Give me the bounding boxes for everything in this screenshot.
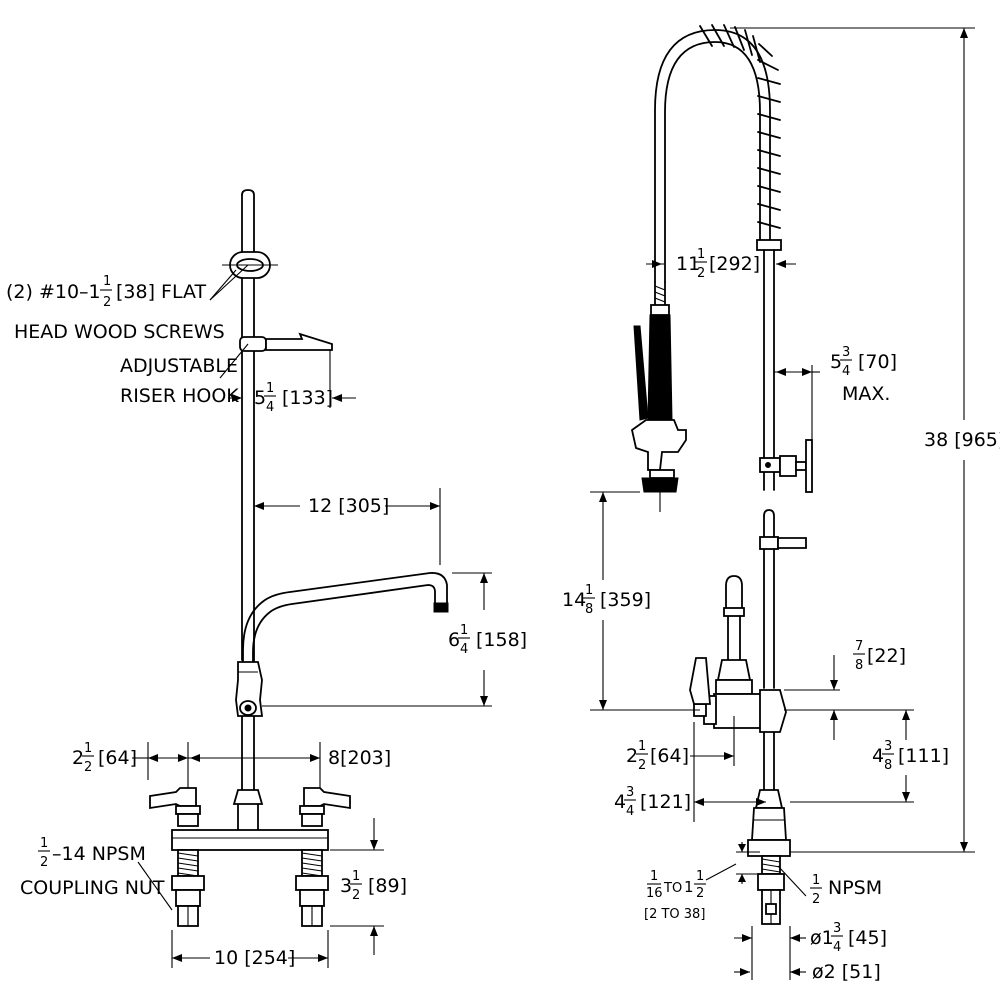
handle-offset-mm: [64]	[650, 745, 689, 767]
coupling-den: 2	[40, 855, 48, 870]
swivel-body	[235, 661, 264, 717]
deck-frac1-num: 1	[650, 869, 658, 884]
coupling-line2: COUPLING NUT	[20, 877, 165, 899]
coupling-num: 1	[40, 836, 48, 851]
valve-height-mm: [359]	[600, 589, 651, 611]
valve-reach-whole: 4	[614, 791, 626, 813]
screws-frac-num: 1	[103, 274, 111, 289]
hose-reach-num: 1	[697, 247, 705, 262]
overall-width-label: 10 [254]	[214, 947, 295, 969]
left-offset-whole: 2	[72, 747, 84, 769]
right-base	[747, 789, 791, 925]
right-riser-hook	[759, 536, 807, 550]
dia1-mm: [45]	[848, 927, 887, 949]
left-offset-num: 1	[84, 741, 92, 756]
small-dim-num: 7	[855, 639, 863, 654]
deck-to: TO	[663, 881, 682, 896]
hose-reach-den: 2	[697, 266, 705, 281]
valve-rise-den: 8	[884, 758, 892, 773]
hook-label-line2: RISER HOOK	[120, 385, 239, 407]
valve-height-whole: 14	[562, 589, 586, 611]
screws-label-part1: (2) #10–1	[6, 281, 101, 303]
spring-coil	[699, 24, 782, 251]
npsm-num: 1	[812, 873, 820, 888]
deck-whole2: 1	[684, 878, 694, 896]
right-labels: 11 1 2 [292] 5 3 4 [70] MAX. 38 [965] 14…	[562, 247, 1000, 983]
shank-mm: [89]	[368, 875, 407, 897]
valve-rise-mm: [111]	[898, 745, 949, 767]
dia1-num: 3	[833, 921, 841, 936]
dia1-pre: ø1	[810, 927, 834, 949]
centers-label: 8[203]	[328, 747, 391, 769]
spout-height-mm: [158]	[476, 629, 527, 651]
hook-dim-whole: 5	[254, 387, 266, 409]
wall-dim-mm: [70]	[858, 351, 897, 373]
threaded-shanks	[171, 849, 329, 927]
deck-frac1-den: 16	[646, 886, 663, 901]
wall-dim-max: MAX.	[842, 383, 890, 405]
handle-offset-whole: 2	[626, 745, 638, 767]
valve-height-num: 1	[585, 583, 593, 598]
deck-frac2-num: 1	[696, 869, 704, 884]
valve-reach-den: 4	[626, 804, 634, 819]
hook-dim-num: 1	[266, 381, 274, 396]
left-faucet-view: (2) #10–1 1 2 [38] FLAT HEAD WOOD SCREWS…	[6, 189, 527, 969]
hook-dim-den: 4	[266, 400, 274, 415]
left-dimensions	[132, 264, 492, 968]
right-wall-bracket	[759, 439, 813, 493]
riser-hook	[239, 332, 333, 352]
screws-frac-den: 2	[103, 295, 111, 310]
spout-height-whole: 6	[448, 629, 460, 651]
hose-gooseneck	[654, 29, 771, 283]
small-dim-den: 8	[855, 658, 863, 673]
shank-whole: 3	[340, 875, 352, 897]
wall-bracket	[222, 251, 278, 279]
spray-head	[630, 281, 687, 512]
right-prerinse-view: 11 1 2 [292] 5 3 4 [70] MAX. 38 [965] 14…	[562, 24, 1000, 983]
deck-frac2-den: 2	[696, 886, 704, 901]
deck-mm: [2 TO 38]	[644, 907, 705, 922]
hook-dim-mm: [133]	[282, 387, 333, 409]
overall-height-label: 38 [965]	[924, 429, 1000, 451]
valve-reach-num: 3	[626, 785, 634, 800]
hose-reach-whole: 11	[676, 253, 700, 275]
valve-rise-num: 3	[884, 739, 892, 754]
right-riser-pipe	[763, 249, 775, 791]
right-dimensions	[590, 27, 975, 980]
wall-dim-num: 3	[842, 345, 850, 360]
npsm-label: NPSM	[828, 877, 882, 899]
npsm-den: 2	[812, 892, 820, 907]
coupling-line1: –14 NPSM	[52, 843, 146, 865]
shank-num: 1	[352, 869, 360, 884]
right-faucet-body	[689, 575, 787, 733]
dia2-label: ø2 [51]	[812, 961, 881, 983]
spout-reach-label: 12 [305]	[308, 495, 389, 517]
valve-rise-whole: 4	[872, 745, 884, 767]
wall-dim-whole: 5	[830, 351, 842, 373]
hook-label-line1: ADJUSTABLE	[120, 355, 238, 377]
swing-spout	[242, 572, 449, 663]
wall-dim-den: 4	[842, 364, 850, 379]
left-offset-den: 2	[84, 760, 92, 775]
valve-reach-mm: [121]	[640, 791, 691, 813]
screws-label-part2: [38] FLAT	[116, 281, 207, 303]
spout-height-num: 1	[460, 623, 468, 638]
handle-offset-num: 1	[638, 739, 646, 754]
left-labels: (2) #10–1 1 2 [38] FLAT HEAD WOOD SCREWS…	[6, 274, 527, 969]
faucet-base	[149, 787, 351, 851]
small-dim-mm: [22]	[867, 645, 906, 667]
spout-height-den: 4	[460, 642, 468, 657]
left-offset-mm: [64]	[98, 747, 137, 769]
valve-height-den: 8	[585, 602, 593, 617]
handle-offset-den: 2	[638, 758, 646, 773]
shank-den: 2	[352, 888, 360, 903]
dia1-den: 4	[833, 940, 841, 955]
hose-reach-mm: [292]	[709, 253, 760, 275]
screws-label-line2: HEAD WOOD SCREWS	[14, 321, 225, 343]
